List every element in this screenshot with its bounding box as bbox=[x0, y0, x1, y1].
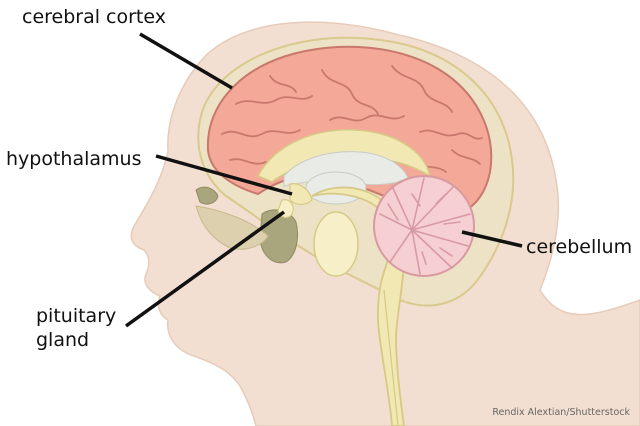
frontal-sinus bbox=[195, 186, 219, 205]
image-credit: Rendix Alextian/Shutterstock bbox=[492, 407, 630, 418]
label-pituitary-line1: pituitary bbox=[36, 305, 117, 327]
leader-lines bbox=[124, 32, 523, 328]
label-pituitary-gland: pituitary gland bbox=[36, 304, 116, 352]
label-cerebellum: cerebellum bbox=[526, 236, 633, 258]
leader-pituitary-gland bbox=[124, 210, 286, 328]
leader-cerebral-cortex bbox=[139, 32, 233, 90]
label-hypothalamus: hypothalamus bbox=[6, 148, 142, 170]
label-pituitary-line2: gland bbox=[36, 329, 90, 351]
leader-cerebellum bbox=[461, 230, 523, 248]
cerebellum-arbor bbox=[379, 177, 471, 275]
spinal-cord bbox=[383, 289, 399, 426]
pons bbox=[313, 211, 359, 277]
hypothalamus-region bbox=[289, 183, 313, 206]
label-cerebral-cortex: cerebral cortex bbox=[22, 6, 166, 28]
leader-hypothalamus bbox=[155, 154, 293, 196]
